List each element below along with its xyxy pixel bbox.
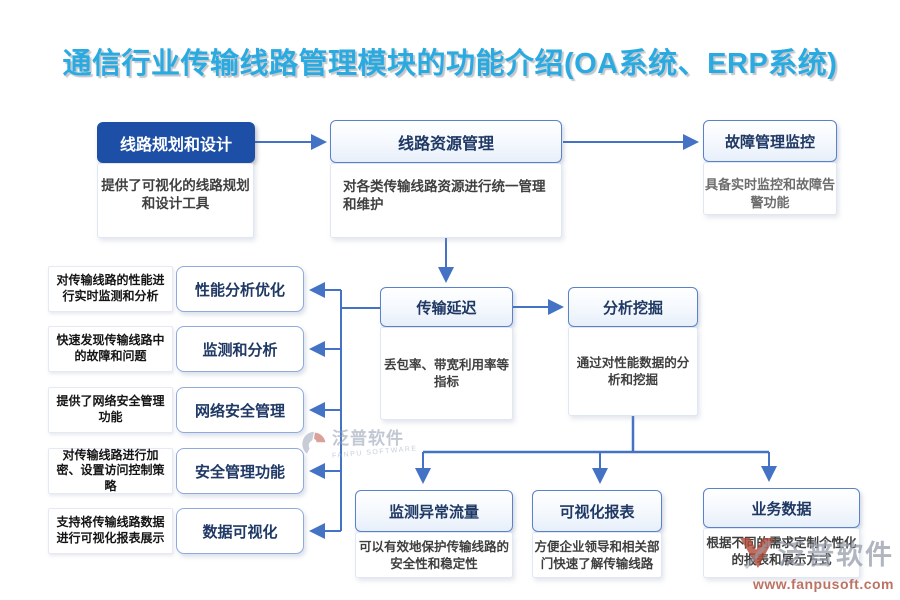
node-transmission-delay-desc: 丢包率、带宽利用率等指标 xyxy=(380,327,513,420)
node-data-visualization: 数据可视化 xyxy=(176,508,304,554)
node-route-planning-desc: 提供了可视化的线路规划和设计工具 xyxy=(97,163,254,238)
watermark-brand-sub: FANPU SOFTWARE xyxy=(331,445,418,460)
node-business-data: 业务数据 xyxy=(703,488,860,528)
fanpu-logo-icon xyxy=(300,430,328,463)
note-data-visualization: 支持将传输线路数据进行可视化报表展示 xyxy=(48,508,173,554)
node-monitoring-analysis: 监测和分析 xyxy=(176,326,304,372)
node-business-data-desc: 根据不同的需求定制个性化的报表和展示方式 xyxy=(703,528,860,578)
node-analysis-mining: 分析挖掘 xyxy=(568,287,698,327)
node-resource-management-desc: 对各类传输线路资源进行统一管理和维护 xyxy=(330,163,562,238)
watermark-brand: 泛普软件 xyxy=(332,429,404,448)
note-security-management: 对传输线路进行加密、设置访问控制策略 xyxy=(48,448,173,494)
watermark-center: 泛普软件 FANPU SOFTWARE xyxy=(300,430,418,463)
node-network-security: 网络安全管理 xyxy=(176,387,304,433)
node-visual-reports-desc: 方便企业领导和相关部门快速了解传输线路 xyxy=(532,532,662,578)
node-resource-management: 线路资源管理 xyxy=(330,120,562,163)
node-transmission-delay: 传输延迟 xyxy=(380,287,513,327)
node-visual-reports: 可视化报表 xyxy=(532,490,662,532)
node-analysis-mining-desc: 通过对性能数据的分析和挖掘 xyxy=(568,327,698,416)
node-performance-optimization: 性能分析优化 xyxy=(176,266,304,312)
node-security-management: 安全管理功能 xyxy=(176,448,304,494)
node-fault-monitoring-desc: 具备实时监控和故障告警功能 xyxy=(703,162,837,215)
note-network-security: 提供了网络安全管理功能 xyxy=(48,387,173,433)
watermark-url: www.fanpusoft.com xyxy=(753,576,894,592)
page-title: 通信行业传输线路管理模块的功能介绍(OA系统、ERP系统) xyxy=(62,48,838,80)
node-fault-monitoring: 故障管理监控 xyxy=(703,120,837,162)
node-route-planning: 线路规划和设计 xyxy=(97,122,255,163)
note-monitoring-analysis: 快速发现传输线路中的故障和问题 xyxy=(48,326,173,372)
node-abnormal-traffic: 监测异常流量 xyxy=(355,490,513,532)
node-abnormal-traffic-desc: 可以有效地保护传输线路的安全性和稳定性 xyxy=(355,532,513,578)
note-performance-optimization: 对传输线路的性能进行实时监测和分析 xyxy=(48,266,173,312)
